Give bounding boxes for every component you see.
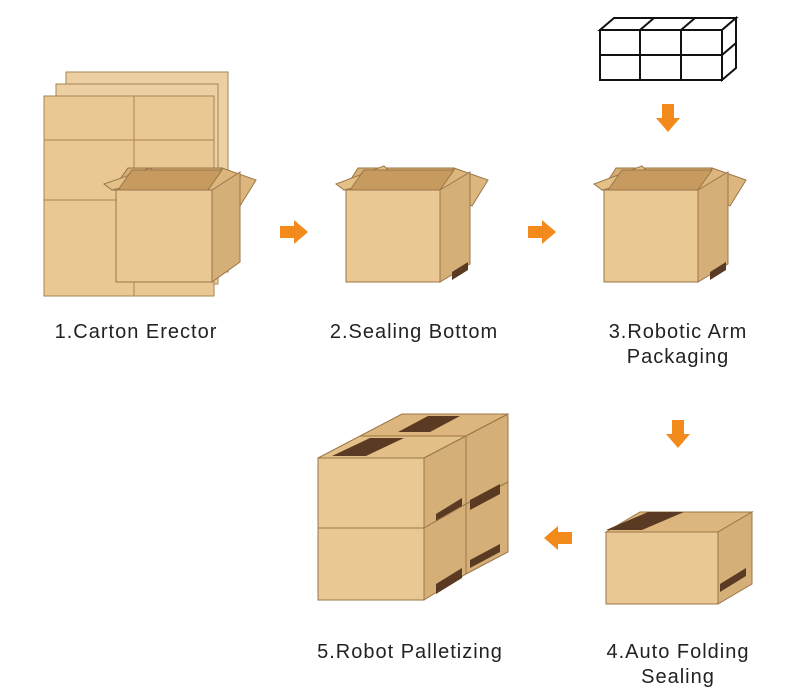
arrow-icon [280,220,308,244]
product-grid-icon [597,15,739,83]
open-box-icon-step3 [592,165,747,283]
step-4-label: 4.Auto Folding Sealing [606,641,750,688]
palletized-boxes-icon [317,413,509,601]
step-5-label: 5.Robot Palletizing [317,641,503,663]
arrow-icon [528,220,556,244]
arrow-icon [656,104,680,132]
step-3-label: 3.Robotic Arm Packaging [608,321,748,368]
arrow-icon [666,420,690,448]
step-1-label: 1.Carton Erector [54,321,218,343]
step-2-label: 2.Sealing Bottom [329,321,499,343]
open-box-icon-step2 [334,165,489,283]
arrow-icon [544,526,572,550]
open-box-icon-step1 [102,167,257,283]
sealed-box-icon [604,511,754,605]
